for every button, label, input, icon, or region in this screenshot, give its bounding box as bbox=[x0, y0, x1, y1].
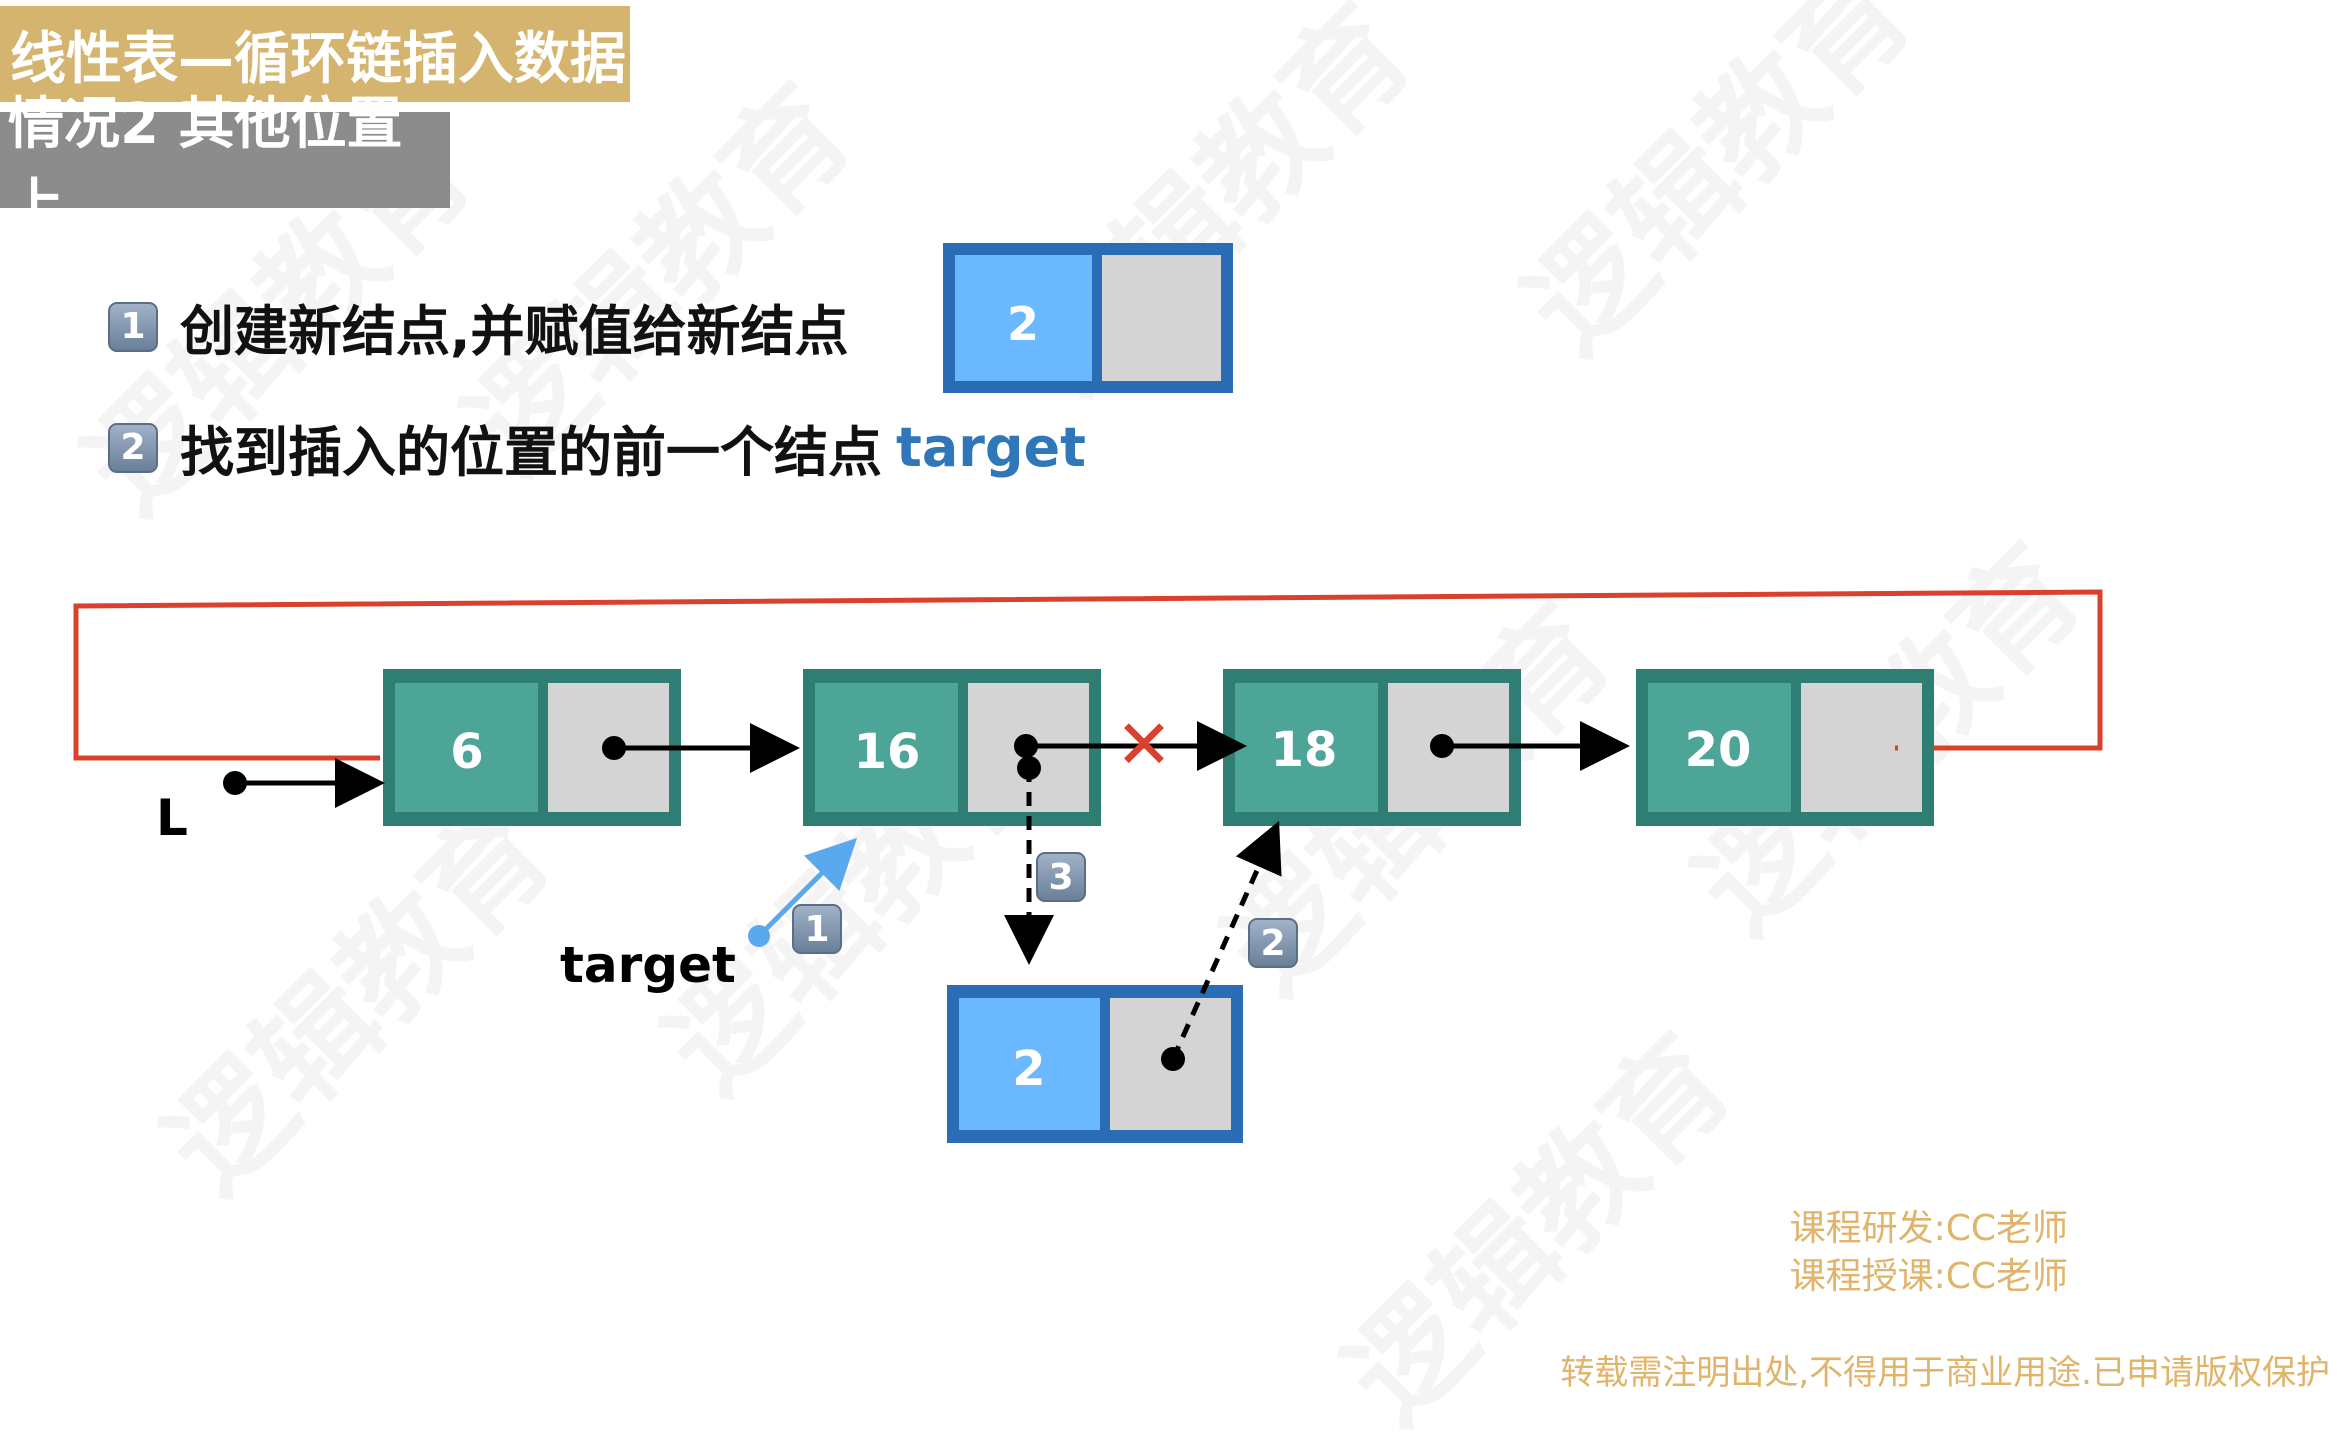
node-value: 2 bbox=[1007, 297, 1039, 351]
step-text: 找到插入的位置的前一个结点 bbox=[180, 421, 882, 484]
node-value: 18 bbox=[1271, 722, 1338, 778]
step-badge: 1 bbox=[108, 301, 158, 352]
node-value: 16 bbox=[854, 724, 921, 780]
step-1: 1 创建新结点,并赋值给新结点 bbox=[108, 287, 849, 366]
step-text: 创建新结点,并赋值给新结点 bbox=[180, 300, 849, 363]
new-node-bottom: 2 bbox=[947, 985, 1243, 1143]
step-badge: 2 bbox=[108, 422, 158, 473]
credit-line: 课程授课:CC老师 bbox=[1789, 1256, 2068, 1297]
node-value: 20 bbox=[1685, 722, 1752, 778]
step-highlight: target bbox=[896, 416, 1086, 479]
head-pointer-label: L bbox=[156, 789, 188, 847]
dashed-arrow-new-to-18 bbox=[1170, 820, 1282, 1061]
node-value: 6 bbox=[450, 724, 483, 780]
credits: 课程研发:CC老师 课程授课:CC老师 bbox=[1790, 1205, 2068, 1301]
broken-link-cross-icon: ✕ bbox=[1116, 706, 1173, 785]
arrow-badge-2: 2 bbox=[1248, 918, 1298, 968]
node-value: 2 bbox=[1012, 1041, 1045, 1097]
target-label: target bbox=[560, 936, 736, 994]
new-node-top: 2 bbox=[943, 243, 1233, 393]
arrow-badge-3: 3 bbox=[1036, 852, 1086, 902]
circular-loop-line bbox=[73, 589, 2103, 761]
arrow-badge-1: 1 bbox=[792, 904, 842, 954]
linked-list-diagram: 2 6 16 18 20 L ✕ target bbox=[73, 243, 2103, 1143]
copyright-footer: 转载需注明出处,不得用于商业用途.已申请版权保护 bbox=[1560, 1353, 2330, 1393]
credit-line: 课程研发:CC老师 bbox=[1789, 1208, 2068, 1249]
target-pointer-arrow bbox=[757, 837, 858, 938]
step-2: 2 找到插入的位置的前一个结点 target bbox=[108, 408, 1086, 487]
slide-title: 线性表—循环链插入数据 bbox=[0, 6, 630, 102]
list-node-20: 20 bbox=[1636, 669, 1934, 826]
